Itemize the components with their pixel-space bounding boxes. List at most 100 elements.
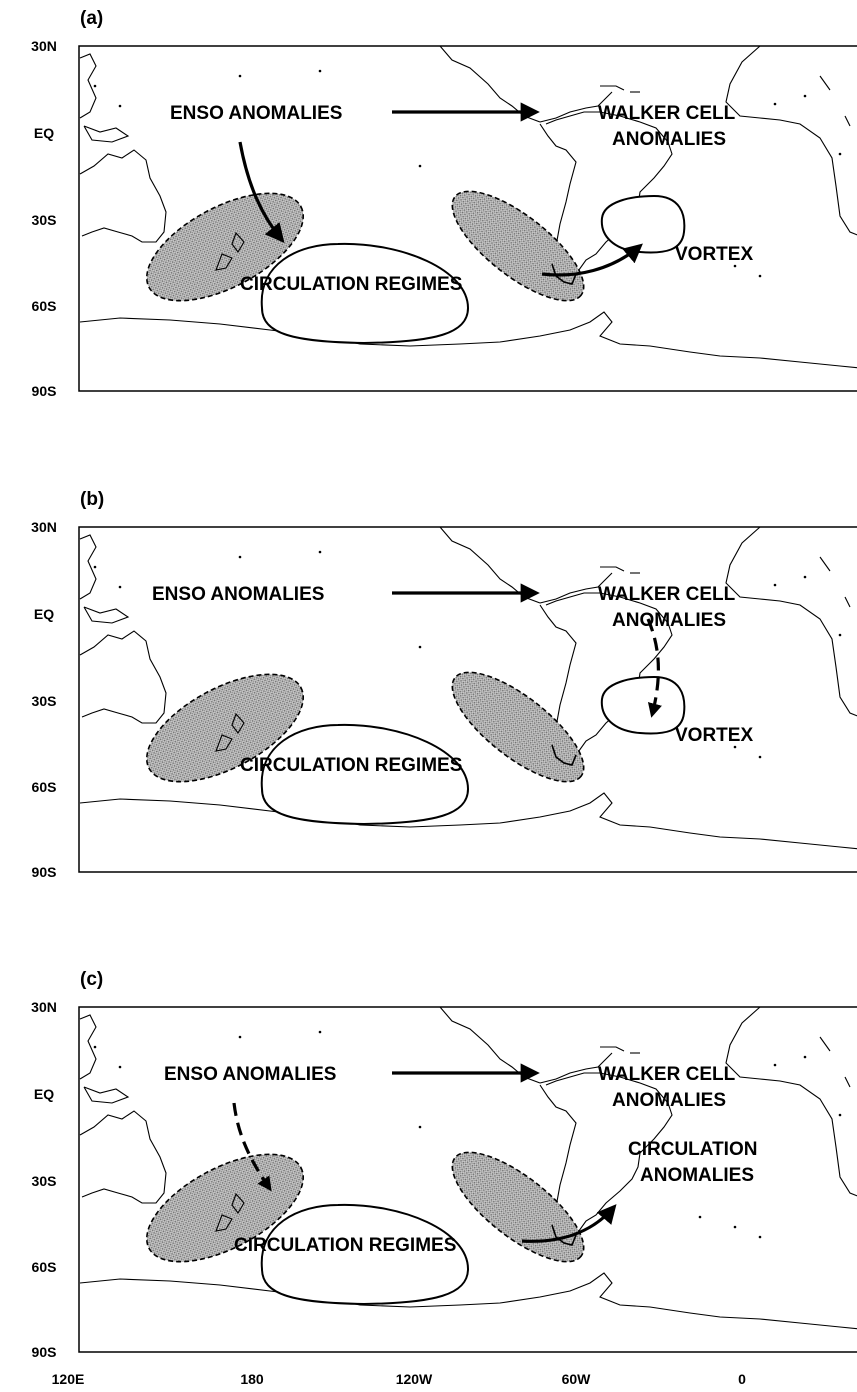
enso-to-regimes-arrow — [232, 1102, 272, 1192]
coastline — [79, 1110, 167, 1204]
coastline — [79, 1014, 97, 1080]
lat-label: 30S — [32, 1173, 57, 1189]
coastline — [600, 85, 625, 91]
island-dot — [238, 1035, 242, 1039]
island-dot — [698, 1215, 702, 1219]
circulation-regimes-oval — [260, 723, 470, 826]
circulation-anomalies-label-2: ANOMALIES — [640, 1165, 754, 1186]
walker-to-vortex-arrow — [646, 618, 662, 718]
coastline — [79, 1272, 857, 1330]
island-dot — [838, 633, 842, 637]
walker-cell-label-1: WALKER CELL — [598, 1064, 736, 1085]
lat-label: 30N — [31, 999, 57, 1015]
island-dot — [93, 84, 97, 88]
vortex-label: VORTEX — [675, 725, 753, 746]
vortex-oval — [600, 194, 686, 254]
lat-label: EQ — [34, 606, 54, 622]
island-dot — [773, 583, 777, 587]
coastline — [819, 556, 831, 572]
coastline — [545, 111, 673, 285]
island-dot — [838, 152, 842, 156]
shaded-region-patagonia — [451, 671, 585, 783]
walker-cell-label-2: ANOMALIES — [612, 1090, 726, 1111]
coastline — [79, 630, 167, 724]
coastline — [83, 125, 130, 143]
lon-label: 0 — [738, 1371, 746, 1387]
regimes-to-vortex-arrow — [541, 243, 643, 277]
coastline — [725, 526, 857, 717]
island-dot — [418, 164, 422, 168]
island-dot — [318, 69, 322, 73]
coastline — [600, 566, 625, 572]
coastline — [79, 53, 97, 119]
coastline — [79, 534, 97, 600]
regimes-to-circulation-arrow — [521, 1204, 617, 1243]
shaded-region-newzealand — [145, 673, 305, 783]
coastline — [539, 1052, 613, 1084]
enso-anomalies-label: ENSO ANOMALIES — [170, 103, 342, 124]
island-dot — [758, 1235, 762, 1239]
lon-label: 120W — [396, 1371, 433, 1387]
lat-label: 90S — [32, 864, 57, 880]
coastline — [83, 606, 130, 624]
island-dot — [758, 274, 762, 278]
lat-label: 30S — [32, 693, 57, 709]
map-frame — [78, 45, 857, 392]
cape-horn-outline — [551, 744, 577, 766]
island-dot — [733, 1225, 737, 1229]
lat-label: 60S — [32, 779, 57, 795]
island-dot — [838, 1113, 842, 1117]
newzealand-outline — [215, 1192, 245, 1232]
coastline — [819, 1036, 831, 1052]
vortex-label: VORTEX — [675, 244, 753, 265]
coastline — [545, 592, 673, 766]
panel-tag: (a) — [80, 8, 103, 29]
coastline — [844, 1076, 851, 1088]
island-dot — [773, 1063, 777, 1067]
lat-label: 90S — [32, 1344, 57, 1360]
longitude-axis: 120E 180 120W 60W 0 — [52, 1371, 746, 1387]
lat-label: 90S — [32, 383, 57, 399]
coastline — [725, 1006, 857, 1197]
island-dot — [733, 745, 737, 749]
island-dot — [803, 1055, 807, 1059]
island-dot — [698, 735, 702, 739]
newzealand-outline — [215, 231, 245, 271]
island-dot — [758, 755, 762, 759]
vortex-oval — [600, 675, 686, 735]
coastline — [79, 149, 167, 243]
circulation-anomalies-label-1: CIRCULATION — [628, 1139, 757, 1160]
lat-label: 30S — [32, 212, 57, 228]
island-dot — [803, 94, 807, 98]
lon-label: 180 — [240, 1371, 264, 1387]
island-dot — [238, 555, 242, 559]
island-dot — [238, 74, 242, 78]
coastline — [79, 792, 857, 850]
island-dot — [318, 550, 322, 554]
enso-to-regimes-arrow — [238, 141, 285, 243]
lat-label: 30N — [31, 38, 57, 54]
lat-label: EQ — [34, 1086, 54, 1102]
circulation-regimes-oval — [260, 242, 470, 345]
lon-label: 60W — [562, 1371, 592, 1387]
coastline — [79, 311, 857, 369]
lat-label: 60S — [32, 298, 57, 314]
coastline — [600, 1046, 625, 1052]
circulation-regimes-label: CIRCULATION REGIMES — [234, 1235, 456, 1256]
coastline — [83, 1086, 130, 1104]
walker-cell-label-2: ANOMALIES — [612, 129, 726, 150]
island-dot — [118, 104, 122, 108]
lat-label: 30N — [31, 519, 57, 535]
coastline — [844, 596, 851, 608]
island-dot — [803, 575, 807, 579]
lon-label: 120E — [52, 1371, 85, 1387]
island-dot — [118, 1065, 122, 1069]
cape-horn-outline — [551, 1224, 577, 1246]
island-dot — [418, 645, 422, 649]
coastline — [539, 91, 613, 123]
walker-cell-label-1: WALKER CELL — [598, 103, 736, 124]
